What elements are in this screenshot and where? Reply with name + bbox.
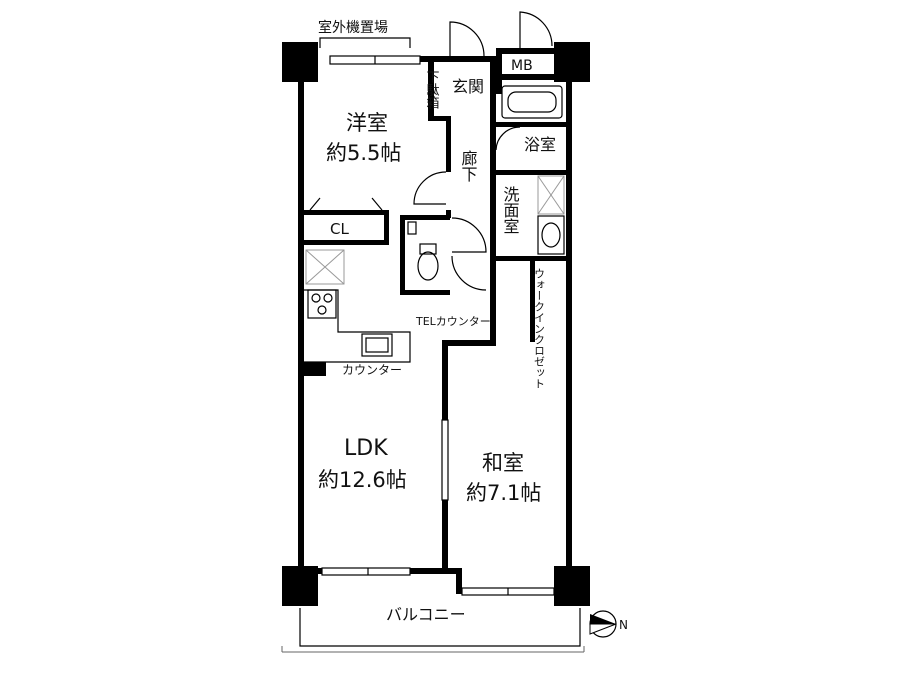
outdoor-unit-area xyxy=(319,37,411,48)
closet-doors xyxy=(309,197,383,211)
closet-label: CL xyxy=(330,220,349,238)
refrigerator-space xyxy=(305,249,345,285)
kitchen-counter xyxy=(304,289,411,363)
japanese-room-name: 和室 xyxy=(482,451,524,475)
toilet xyxy=(407,221,439,281)
ldk-name: LDK xyxy=(344,436,388,461)
bathtub xyxy=(501,85,563,119)
bathroom-label: 浴室 xyxy=(524,135,556,154)
washroom-label: 洗面室 xyxy=(501,186,520,234)
walk-in-closet-label: ウォークインクロゼット xyxy=(533,268,546,389)
corridor-label: 廊下 xyxy=(459,150,478,182)
shoe-box-label: 下駄箱 xyxy=(424,70,440,109)
mb-label: MB xyxy=(511,58,533,74)
washing-machine xyxy=(537,175,565,215)
wash-basin xyxy=(537,215,565,255)
sliding-door-washitsu xyxy=(441,419,449,501)
north-arrow-icon xyxy=(589,610,617,638)
doors xyxy=(413,11,553,291)
western-room-size: 約5.5帖 xyxy=(326,141,401,165)
japanese-room-size: 約7.1帖 xyxy=(466,481,541,505)
top-window xyxy=(329,55,421,65)
balcony xyxy=(281,608,585,653)
stove xyxy=(307,289,337,319)
outdoor-unit-label: 室外機置場 xyxy=(318,19,388,36)
ldk-size: 約12.6帖 xyxy=(318,468,407,492)
kitchen-sink xyxy=(361,333,393,357)
counter-label: カウンター xyxy=(342,363,402,377)
tel-counter-label: TELカウンター xyxy=(415,315,491,328)
entrance-label: 玄関 xyxy=(452,77,484,96)
western-room-name: 洋室 xyxy=(346,111,388,135)
balcony-label: バルコニー xyxy=(386,605,466,624)
columns xyxy=(282,42,590,606)
north-label: N xyxy=(619,618,628,632)
